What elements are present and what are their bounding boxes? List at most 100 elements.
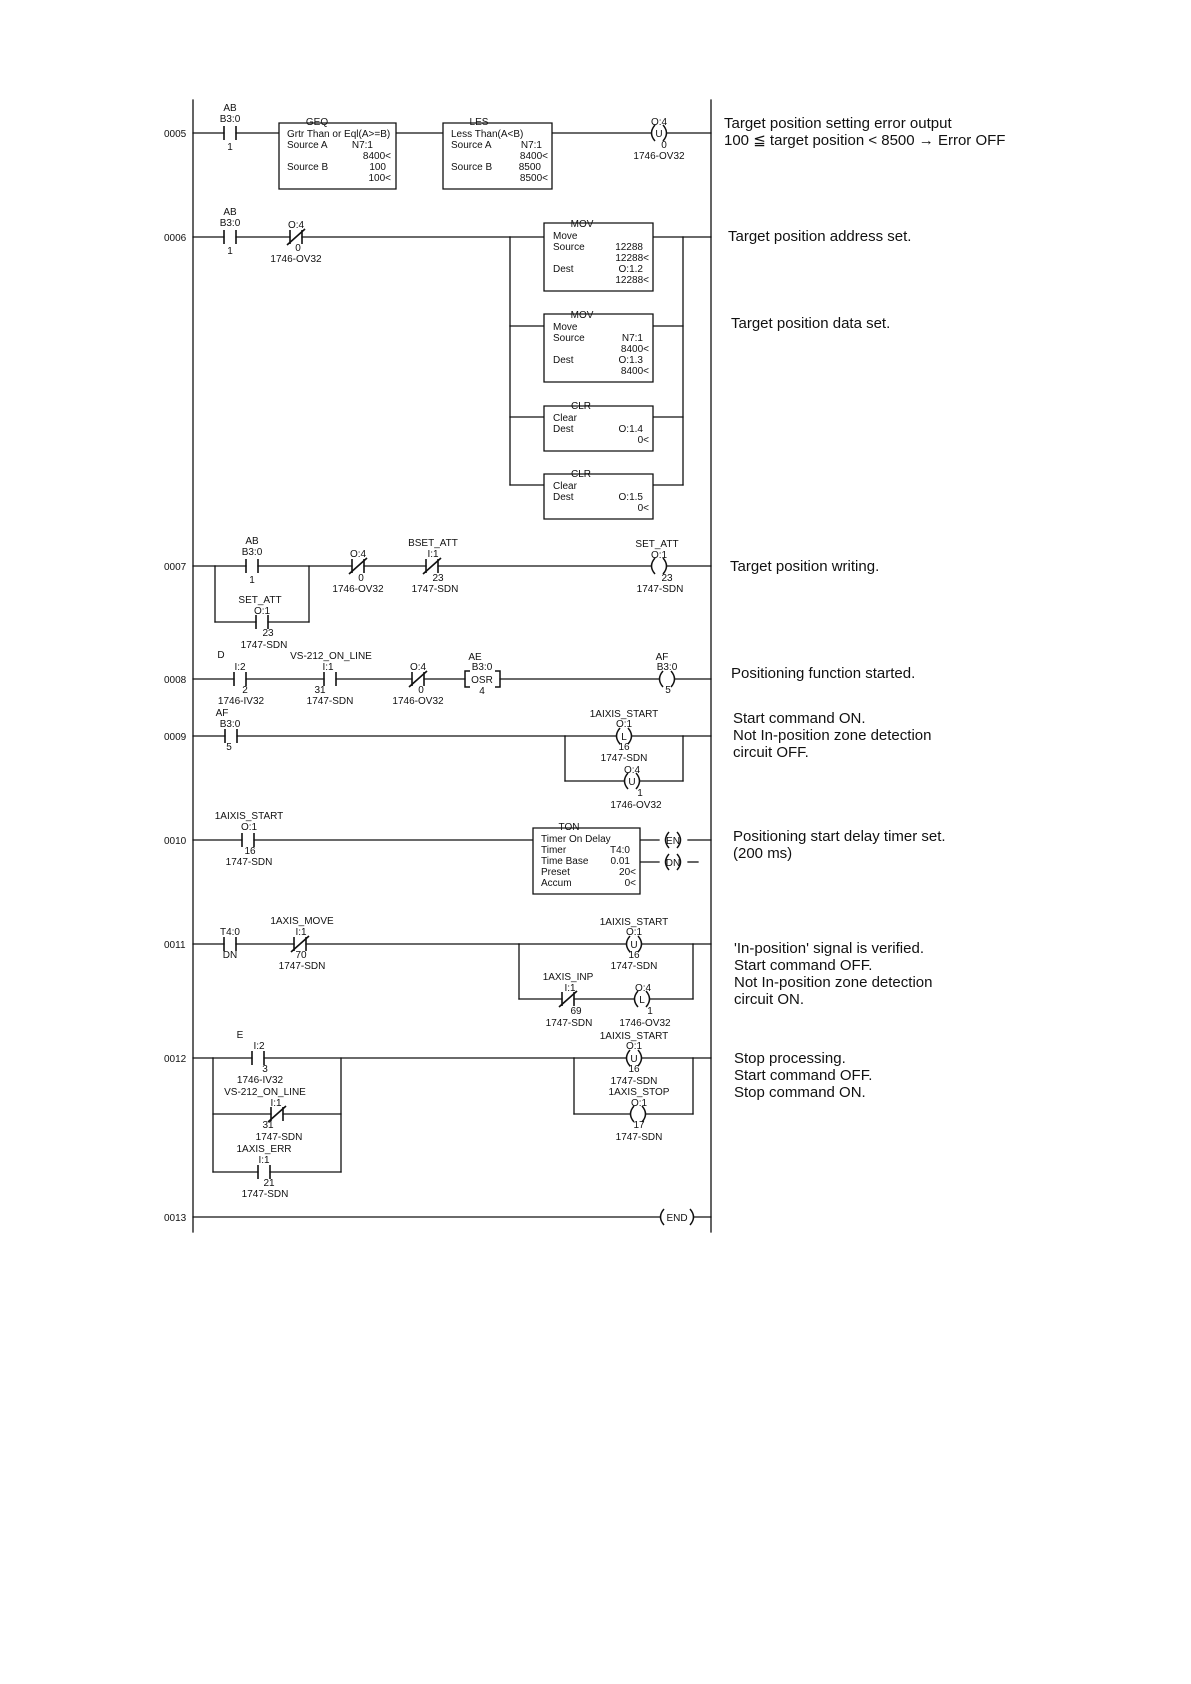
contact-i2-3[interactable] <box>252 1051 264 1065</box>
bit-label: 0 <box>418 685 424 696</box>
block-desc: Timer On Delay <box>541 834 611 845</box>
contact-i1-31[interactable] <box>324 672 336 686</box>
bit-label: 1 <box>249 575 255 586</box>
les-block[interactable] <box>443 123 552 189</box>
contact-label: B3:0 <box>220 218 241 229</box>
rung-comment: 'In-position' signal is verified. <box>734 940 924 957</box>
coil-label: O:1 <box>631 1098 648 1109</box>
coil-o4-1-unlatch[interactable] <box>625 773 640 789</box>
block-title: GEQ <box>306 117 328 128</box>
block-field: Source B <box>451 162 492 173</box>
rung-comment: Not In-position zone detection <box>734 974 932 991</box>
geq-block[interactable] <box>279 123 396 189</box>
module-label: 1746-OV32 <box>332 584 384 595</box>
bit-label: 0 <box>358 573 364 584</box>
block-field: Source <box>553 333 585 344</box>
contact-o1-16[interactable] <box>242 833 254 847</box>
contact-label: SET_ATT <box>238 595 281 606</box>
block-value: O:1.3 <box>619 355 644 366</box>
bit-label: 4 <box>479 686 485 697</box>
contact-i1-70-nc[interactable] <box>291 936 309 952</box>
coil-o4-0-unlatch[interactable] <box>652 125 667 141</box>
contact-t4-0-dn[interactable] <box>224 937 236 951</box>
contact-label: B3:0 <box>242 547 263 558</box>
rung-number: 0007 <box>164 562 187 573</box>
contact-label: D <box>217 650 224 661</box>
osr-instruction[interactable] <box>465 671 500 687</box>
bit-label: 1 <box>637 788 643 799</box>
contact-o4-0-nc[interactable] <box>409 671 427 687</box>
rung-comment: Stop processing. <box>734 1050 846 1067</box>
block-value: 8400< <box>621 344 649 355</box>
coil-b3-0-5[interactable] <box>660 671 675 687</box>
coil-o1-16-unlatch[interactable] <box>627 936 642 952</box>
rung-number: 0008 <box>164 675 187 686</box>
contact-b3-0-5[interactable] <box>225 729 237 743</box>
rung-comment: Not In-position zone detection <box>733 727 931 744</box>
bit-label: 1 <box>227 142 233 153</box>
module-label: 1746-OV32 <box>270 254 322 265</box>
coil-o1-16-latch[interactable] <box>617 728 632 744</box>
block-value: 0.01 <box>611 856 631 867</box>
contact-i1-69-nc[interactable] <box>559 991 577 1007</box>
bit-label: 1 <box>227 246 233 257</box>
clr-block-2[interactable] <box>544 474 653 519</box>
coil-type-label: U <box>630 940 637 951</box>
block-value: 100 <box>369 162 386 173</box>
contact-i1-23-nc[interactable] <box>423 558 441 574</box>
mov-block-1[interactable] <box>544 223 653 291</box>
contact-label: B3:0 <box>220 114 241 125</box>
block-value: 8500< <box>520 173 548 184</box>
rung-comment: circuit OFF. <box>733 744 809 761</box>
coil-o4-1-latch[interactable] <box>635 991 650 1007</box>
block-value: 0< <box>625 878 637 889</box>
bit-label: 0 <box>661 140 667 151</box>
coil-label: EN <box>666 836 680 847</box>
contact-i2-2[interactable] <box>234 672 246 686</box>
coil-type-label: U <box>630 1054 637 1065</box>
coil-o1-17[interactable] <box>631 1106 646 1122</box>
mov-block-2[interactable] <box>544 314 653 382</box>
bit-label: 2 <box>242 685 248 696</box>
rung-comment: Target position writing. <box>730 558 879 575</box>
contact-label: T4:0 <box>220 927 240 938</box>
coil-label: 1AXIS_STOP <box>609 1087 670 1098</box>
module-label: 1746-IV32 <box>237 1075 284 1086</box>
contact-label: I:1 <box>258 1155 270 1166</box>
bit-label: 17 <box>633 1120 645 1131</box>
ton-block[interactable] <box>533 828 640 894</box>
module-label: 1747-SDN <box>242 1189 289 1200</box>
rung-number: 0009 <box>164 732 187 743</box>
block-title: TON <box>559 822 580 833</box>
contact-i1-31-nc[interactable] <box>268 1106 286 1122</box>
contact-label: BSET_ATT <box>408 538 458 549</box>
coil-ton-dn[interactable] <box>666 854 681 870</box>
contact-o4-0-nc[interactable] <box>287 229 305 245</box>
clr-block-1[interactable] <box>544 406 653 451</box>
rung-comment: Target position address set. <box>728 228 911 245</box>
bit-label: 16 <box>628 950 640 961</box>
wires <box>193 100 711 1232</box>
contact-b3-0-1[interactable] <box>224 230 236 244</box>
contact-label: AF <box>216 708 229 719</box>
rung-number: 0013 <box>164 1213 187 1224</box>
rung-number: 0011 <box>164 940 186 951</box>
rung-comment: (200 ms) <box>733 845 792 862</box>
coil-ton-en[interactable] <box>666 832 681 848</box>
block-desc: Less Than(A<B) <box>451 129 523 140</box>
coil-o1-23[interactable] <box>652 558 667 574</box>
coil-o1-16-unlatch[interactable] <box>627 1050 642 1066</box>
block-value: N7:1 <box>622 333 644 344</box>
contact-label: 1AXIS_MOVE <box>270 916 334 927</box>
contact-label: I:1 <box>270 1098 282 1109</box>
contact-label: AB <box>245 536 259 547</box>
contact-o1-23[interactable] <box>256 615 268 629</box>
contact-label: O:1 <box>254 606 271 617</box>
contact-label: O:4 <box>288 220 305 231</box>
contact-i1-21[interactable] <box>258 1165 270 1179</box>
contact-label: 1AXIS_INP <box>543 972 594 983</box>
coil-label: O:4 <box>635 983 652 994</box>
contact-o4-0-nc[interactable] <box>349 558 367 574</box>
contact-b3-0-1[interactable] <box>246 559 258 573</box>
contact-b3-0-1[interactable] <box>224 126 236 140</box>
